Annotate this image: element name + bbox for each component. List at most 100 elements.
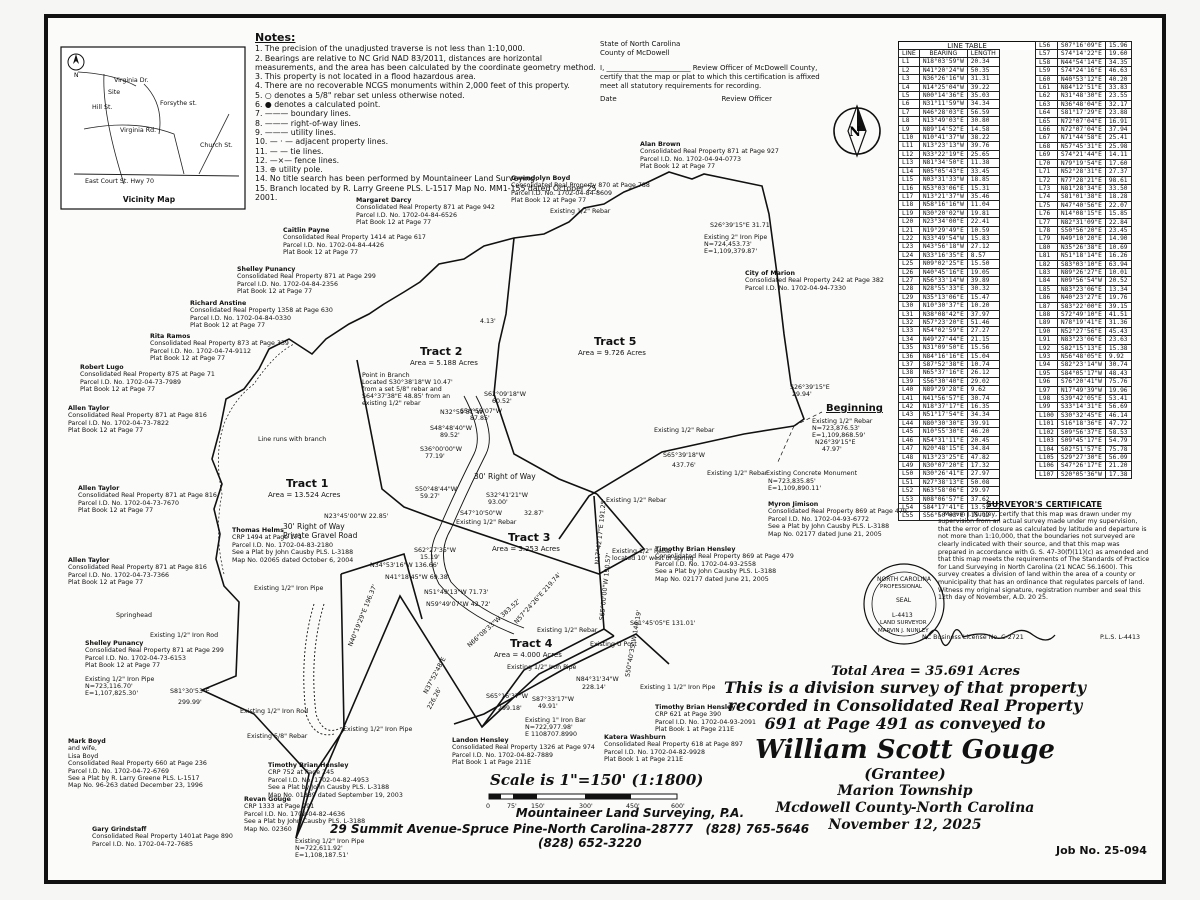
line-table-cell-length: 56.09: [1104, 452, 1132, 463]
iron-rod-label: Existing 1/2" Iron Rod: [150, 632, 219, 639]
vicinity-map-title: Vicinity Map: [122, 195, 176, 204]
line-table-cell-bearing: N52°27'56"E: [1056, 326, 1106, 337]
line-table-cell-line: L86: [1035, 293, 1058, 303]
line-table-cell-bearing: N49°10'20"E: [1056, 234, 1106, 244]
note-2: 2. Bearings are relative to NC Grid NAD …: [255, 53, 596, 72]
line-table-cell-line: L9: [898, 124, 920, 135]
line-table-cell-line: L31: [898, 309, 920, 320]
line-table-cell-bearing: N44°54'14"E: [1056, 57, 1106, 68]
rebar-half-6: Existing 1/2" Rebar: [537, 627, 598, 634]
note-3: 3. This property is not located in a flo…: [255, 72, 476, 82]
line-table-cell-bearing: N23°34'00"E: [918, 217, 968, 227]
vicinity-label-hill-st: Hill St.: [92, 104, 113, 111]
adjoiner-detail: Parcel I.D. No. 1702-04-84-6526: [356, 211, 457, 219]
line-table-cell-line: L101: [1035, 419, 1058, 429]
line-table-cell-length: 37.62: [966, 494, 1000, 504]
line-table-cell-bearing: N51°17'54"E: [918, 410, 968, 420]
line-table-cell-bearing: S87°52'38"E: [918, 360, 968, 370]
line-table-cell-line: L68: [1035, 141, 1058, 152]
line-table-cell-line: L42: [898, 402, 920, 412]
adjoiner-detail: Consolidated Real Property 871 at Page 8…: [78, 492, 217, 500]
adjoiner-owner-name: Shelley Punancy: [85, 640, 144, 647]
line-table-cell-line: L78: [1035, 225, 1058, 236]
adjoiner-detail: Plat Book 12 at Page 77: [511, 197, 587, 205]
line-table-cell-bearing: N09°02'25"E: [918, 259, 968, 269]
line-table-cell-length: 15.12: [966, 511, 1000, 521]
line-table-cell-bearing: N10°41'37"W: [918, 133, 968, 143]
bearing-b18: N84°31'34"W: [576, 676, 619, 683]
line-table-cell-length: 33.50: [1104, 183, 1132, 194]
adjoiner-detail: Consolidated Real Property 1326 at Page …: [452, 744, 595, 752]
beginning-label: Beginning: [826, 403, 883, 414]
line-table-cell-length: 34.35: [1104, 57, 1132, 68]
line-table-cell-length: 10.69: [1104, 242, 1132, 253]
cert-officer-label: Review Officer: [721, 95, 772, 103]
review-officer-certificate: State of North Carolina County of McDowe…: [600, 40, 832, 104]
adjoiner-detail: Parcel I.D. No. 1702-04-84-0330: [190, 314, 291, 322]
firm-name: Mountaineer Land Surveying, P.A.: [515, 806, 745, 820]
line-table-cell-bearing: N78°19'41"E: [1056, 318, 1106, 328]
line-table-cell-bearing: N89°29'28"E: [918, 385, 968, 395]
line-table-cell-line: L57: [1035, 49, 1058, 59]
line-table-cell-bearing: N40°53'12"E: [1056, 74, 1106, 85]
surveyor-signature: [925, 629, 1056, 646]
line-table-cell-line: L16: [898, 183, 920, 193]
adjoiner-owner-name: Gwendolyn Boyd: [511, 175, 571, 182]
line-table-cell-bearing: N30°20'02"W: [918, 208, 968, 219]
line-table-cell-bearing: N57°23'20"E: [918, 317, 968, 328]
line-table-cell-bearing: N89°26'27"E: [1056, 267, 1106, 278]
line-table-cell-length: 30.74: [966, 393, 1000, 404]
vicinity-label-virginia-rd: Virginia Rd.: [120, 127, 157, 134]
survey-date: November 12, 2025: [828, 817, 982, 833]
tie-s26-length: 29.94': [792, 391, 812, 398]
adjoiner-owner-name: Allen Taylor: [68, 405, 110, 412]
line-table-cell-length: 35.46: [966, 191, 1000, 202]
line-table-cell-bearing: N31°48'30"E: [1056, 91, 1106, 101]
iron-pipe-1-5-label: Existing 1 1/2" Iron Pipe: [640, 684, 716, 691]
line-table-cell-bearing: S29°27'30"E: [1056, 452, 1106, 463]
line-table-cell-line: L92: [1035, 343, 1058, 354]
line-table-cell-line: L44: [898, 418, 920, 429]
adjoiner-detail: Parcel I.D. No. 1702-04-73-7822: [68, 419, 169, 427]
line-table-cell-bearing: N10°30'37"E: [918, 301, 968, 311]
rebar-half-4: Existing 1/2" Rebar: [606, 497, 667, 504]
tract-3-area: Area = 3.253 Acres: [492, 545, 560, 553]
bearing-b10-dist: 15.19': [420, 554, 440, 561]
rebar-half-1: Existing 1/2" Rebar: [654, 427, 715, 434]
point-in-branch-1: Point in Branch: [362, 372, 410, 379]
line-table-cell-bearing: N81°28'34"E: [1056, 183, 1106, 194]
bearing-b19: S87°33'17"W: [532, 696, 575, 703]
cert-body: I, ________________________ Review Offic…: [600, 64, 820, 90]
adjoiner-detail: Parcel I.D. No. 1702-04-83-2180: [232, 541, 333, 549]
bearing-b18-dist: 228.14': [582, 684, 606, 691]
svg-text:N: N: [74, 72, 79, 79]
line-table-cell-bearing: S74°24'16"E: [1056, 66, 1106, 76]
line-table-cell-line: L56: [1035, 40, 1058, 51]
line-table-cell-line: L52: [898, 486, 920, 496]
line-table-cell-length: 15.83: [966, 233, 1000, 244]
line-table-cell-line: L23: [898, 242, 920, 252]
surveyor-pls: P.L.S. L-4413: [1100, 634, 1141, 641]
line-table-cell-length: 21.20: [1104, 461, 1132, 471]
line-table-cell-length: 39.89: [966, 275, 1000, 286]
line-table-cell-bearing: N51°18'14"E: [1056, 251, 1106, 261]
line-table-cell-line: L15: [898, 175, 920, 185]
line-table-cell-line: L59: [1035, 66, 1058, 76]
adjoiner-detail: Map No. 02360: [244, 825, 292, 833]
firm-phone2: (828) 652-3220: [538, 836, 642, 850]
adjoiner-detail: Parcel I.D. No. 1702-04-72-7685: [92, 840, 193, 848]
line-table-cell-bearing: N82°31'09"E: [1056, 217, 1106, 227]
line-table-cell-length: 46.20: [966, 427, 1000, 437]
line-table-header-length: LENGTH: [966, 48, 1000, 59]
